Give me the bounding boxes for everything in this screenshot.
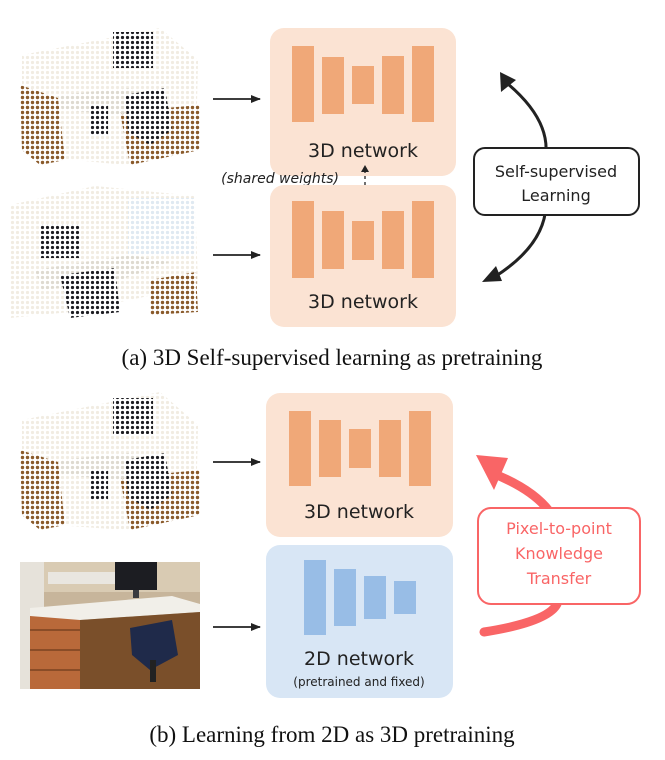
transfer-box: Pixel-to-point Knowledge Transfer: [477, 507, 641, 605]
network-2d-label: 2D network: [304, 648, 414, 670]
point-cloud-scan-a2: [10, 186, 198, 318]
network-3d-a2: 3D network: [270, 185, 456, 327]
network-2d: 2D network (pretrained and fixed): [266, 545, 453, 698]
network-3d-label-b: 3D network: [304, 501, 414, 523]
caption-b: (b) Learning from 2D as 3D pretraining: [149, 722, 515, 747]
ssl-box: Self-supervised Learning: [473, 147, 640, 216]
network-bars: [292, 201, 434, 278]
rgb-photo: [20, 562, 200, 689]
transfer-label-line1: Pixel-to-point: [506, 519, 612, 538]
caption-a: (a) 3D Self-supervised learning as pretr…: [122, 345, 543, 370]
network-3d-label-a1: 3D network: [308, 140, 418, 162]
ssl-label-line1: Self-supervised: [495, 162, 617, 181]
panel-a: 3D network (shared weights): [10, 28, 640, 370]
ssl-label-line2: Learning: [521, 186, 590, 205]
point-cloud-scan-a1: [20, 28, 200, 165]
network-bars: [292, 46, 434, 122]
network-3d-a1: 3D network: [270, 28, 456, 176]
network-bars: [289, 411, 431, 486]
point-cloud-scan-b1: [20, 392, 200, 530]
panel-b: 3D network: [20, 392, 641, 747]
transfer-label-line3: Transfer: [526, 569, 592, 588]
network-3d-b: 3D network: [266, 393, 453, 537]
network-2d-sublabel: (pretrained and fixed): [293, 675, 424, 689]
shared-weights-label: (shared weights): [221, 171, 339, 187]
network-bars: [304, 560, 416, 635]
network-3d-label-a2: 3D network: [308, 291, 418, 313]
transfer-label-line2: Knowledge: [515, 544, 603, 563]
